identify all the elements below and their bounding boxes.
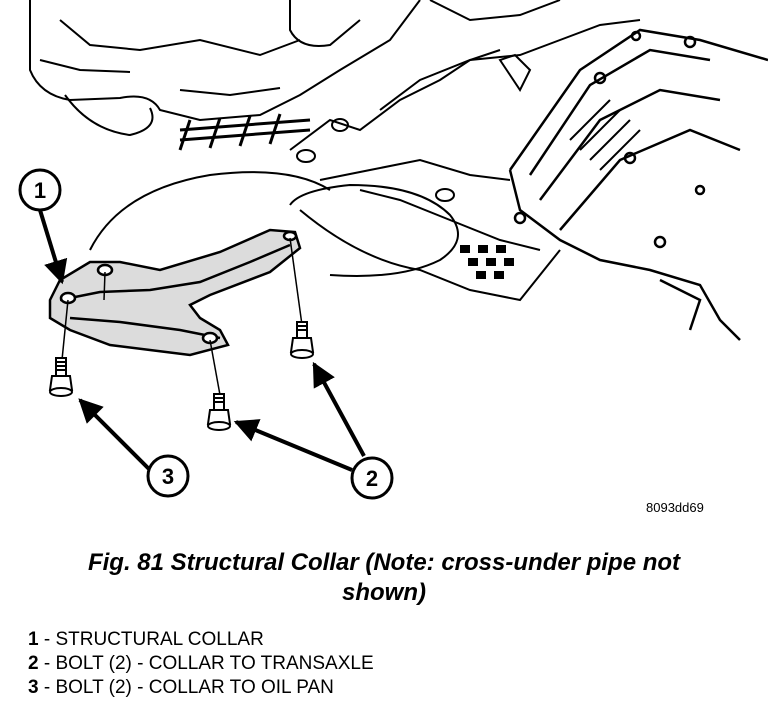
legend-number: 1 — [28, 629, 39, 650]
caption-line-2: shown) — [342, 579, 426, 606]
legend-number: 3 — [28, 677, 39, 698]
oil-pan — [508, 28, 768, 341]
structural-collar — [48, 228, 302, 357]
callout-arrows — [38, 209, 366, 472]
oil-pan-fins — [569, 99, 641, 171]
callout-1-label: 1 — [34, 178, 46, 203]
callout-3: 3 — [146, 454, 190, 498]
callout-3-label: 3 — [162, 464, 174, 489]
caption-line-1: Fig. 81 Structural Collar (Note: cross-u… — [87, 549, 681, 576]
bolt-transaxle-lower — [206, 393, 232, 431]
callout-1: 1 — [18, 168, 62, 212]
legend-text: - BOLT (2) - COLLAR TO TRANSAXLE — [38, 653, 374, 674]
bolt-transaxle-upper — [289, 321, 315, 359]
figure-caption: Fig. 81 Structural Collar (Note: cross-u… — [0, 548, 768, 608]
legend-text: - BOLT (2) - COLLAR TO OIL PAN — [38, 677, 334, 698]
callout-2-label: 2 — [366, 466, 378, 491]
transaxle-mount — [289, 49, 541, 251]
legend-item: 1 - STRUCTURAL COLLAR — [28, 628, 374, 652]
bolt-oil-pan-left — [48, 357, 74, 397]
legend-item: 2 - BOLT (2) - COLLAR TO TRANSAXLE — [28, 652, 374, 676]
figure-reference-id: 8093dd69 — [646, 500, 704, 515]
legend: 1 - STRUCTURAL COLLAR 2 - BOLT (2) - COL… — [28, 628, 374, 700]
legend-text: - STRUCTURAL COLLAR — [38, 629, 264, 650]
bolt-alignment-lines — [61, 237, 303, 396]
housing-ribs — [178, 113, 311, 151]
transaxle-case — [89, 171, 561, 302]
transaxle-grid — [460, 245, 514, 279]
structural-collar-illustration: 1 2 3 — [18, 0, 768, 500]
legend-item: 3 - BOLT (2) - COLLAR TO OIL PAN — [28, 676, 374, 700]
callout-2: 2 — [350, 456, 394, 500]
legend-number: 2 — [28, 653, 39, 674]
